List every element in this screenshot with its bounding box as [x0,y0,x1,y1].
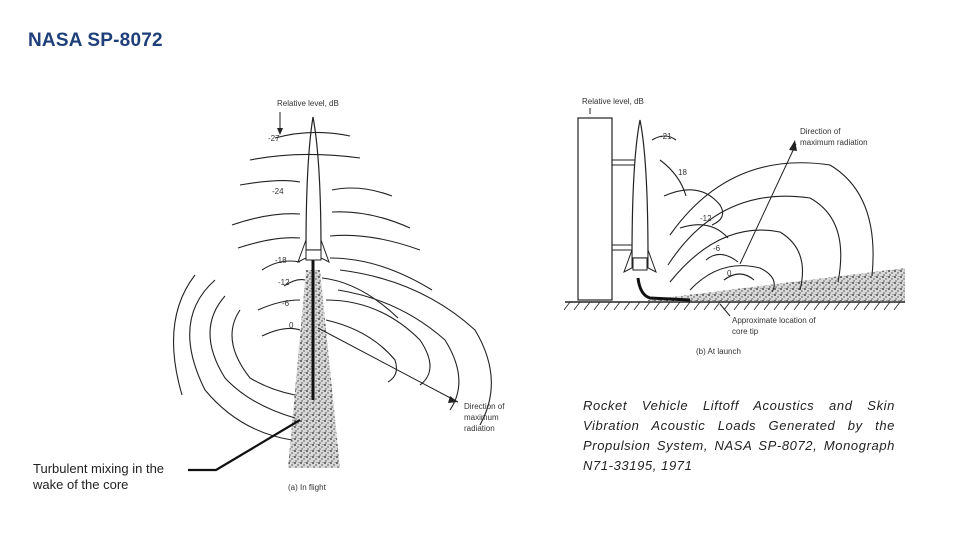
slide-title: NASA SP-8072 [28,30,163,51]
flight-level-labels: -27 -24 -18 -12 -6 0 [268,134,294,330]
launch-sublabel: (b) At launch [696,347,741,356]
flight-level-label: 0 [289,321,294,330]
flight-level-label: -24 [272,187,284,196]
launch-radiation-label: Direction of maximum radiation [800,127,868,147]
launch-exhaust-plume [648,268,905,301]
launch-level-label: -12 [700,214,712,223]
launch-level-label: 0 [727,269,732,278]
core-tip-label: Approximate location of core tip [732,316,816,336]
svg-text:Direction of: Direction of [800,127,841,136]
launch-level-label: 18 [678,168,687,177]
flight-level-label: -27 [268,134,280,143]
svg-text:radiation: radiation [464,424,495,433]
launch-contours [651,135,874,293]
turbulent-mixing-callout: Turbulent mixing in the wake of the core [33,461,165,492]
launch-rocket [623,119,657,274]
flight-radiation-label: Direction of maximum radiation [464,402,505,433]
svg-text:core tip: core tip [732,327,759,336]
flight-rocket [297,116,330,264]
svg-text:maximum radiation: maximum radiation [800,138,868,147]
launch-level-label: -6 [713,244,721,253]
flight-level-label: -18 [275,256,287,265]
launch-level-label: -21 [660,132,672,141]
svg-text:maximum: maximum [464,413,499,422]
flight-sublabel: (a) In flight [288,483,327,492]
source-caption: Rocket Vehicle Liftoff Acoustics and Ski… [583,398,895,473]
flight-diagram: Relative level, dB [173,99,505,492]
svg-text:Direction of: Direction of [464,402,505,411]
launch-axis-label: Relative level, dB [582,97,644,106]
flight-level-label: -6 [282,299,290,308]
launch-diagram: Relative level, dB [563,97,905,356]
flight-level-label: -12 [278,278,290,287]
flight-axis-label: Relative level, dB [277,99,339,108]
flight-contours [173,131,492,441]
launch-level-labels: -21 18 -12 -6 0 [660,132,732,278]
callout-leader [188,419,301,472]
ground-hatching [563,301,901,311]
launch-tower [577,117,613,301]
svg-text:Approximate location of: Approximate location of [732,316,816,325]
